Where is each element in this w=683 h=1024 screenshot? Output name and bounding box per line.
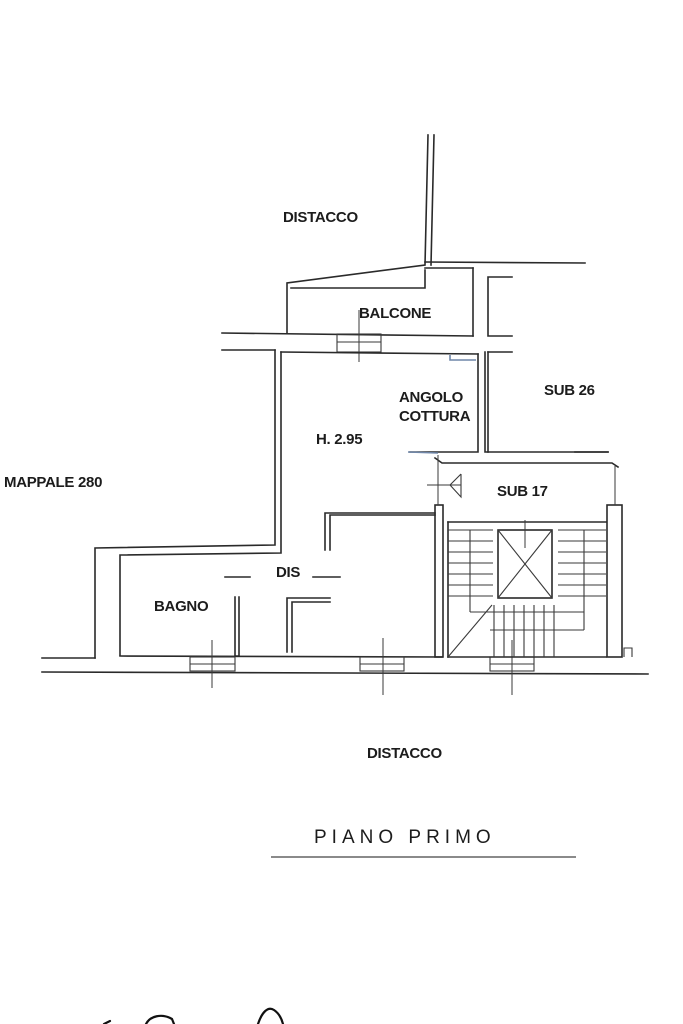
bottom-windows bbox=[189, 638, 535, 695]
signature bbox=[102, 1007, 285, 1024]
label-angolo-cottura-1: ANGOLO bbox=[399, 389, 464, 406]
label-angolo-cottura-2: COTTURA bbox=[399, 408, 471, 425]
label-distacco-top: DISTACCO bbox=[283, 209, 358, 226]
stair-right-wall bbox=[606, 466, 633, 658]
label-balcone: BALCONE bbox=[359, 305, 431, 322]
label-dis: DIS bbox=[276, 564, 300, 581]
stair-landing-diagonal bbox=[447, 604, 493, 658]
main-walls bbox=[41, 349, 649, 675]
label-sub-17: SUB 17 bbox=[497, 483, 548, 500]
label-height: H. 2.95 bbox=[316, 431, 362, 448]
kitchen-fixtures bbox=[407, 355, 476, 454]
entrance-door bbox=[427, 455, 462, 505]
label-bagno: BAGNO bbox=[154, 598, 209, 615]
elevator-shaft bbox=[497, 520, 553, 599]
label-distacco-bottom: DISTACCO bbox=[367, 745, 442, 762]
stairwell bbox=[447, 521, 607, 658]
label-sub-26: SUB 26 bbox=[544, 382, 595, 399]
label-mappale: MAPPALE 280 bbox=[4, 474, 102, 491]
plan-title: PIANO PRIMO bbox=[314, 827, 496, 848]
